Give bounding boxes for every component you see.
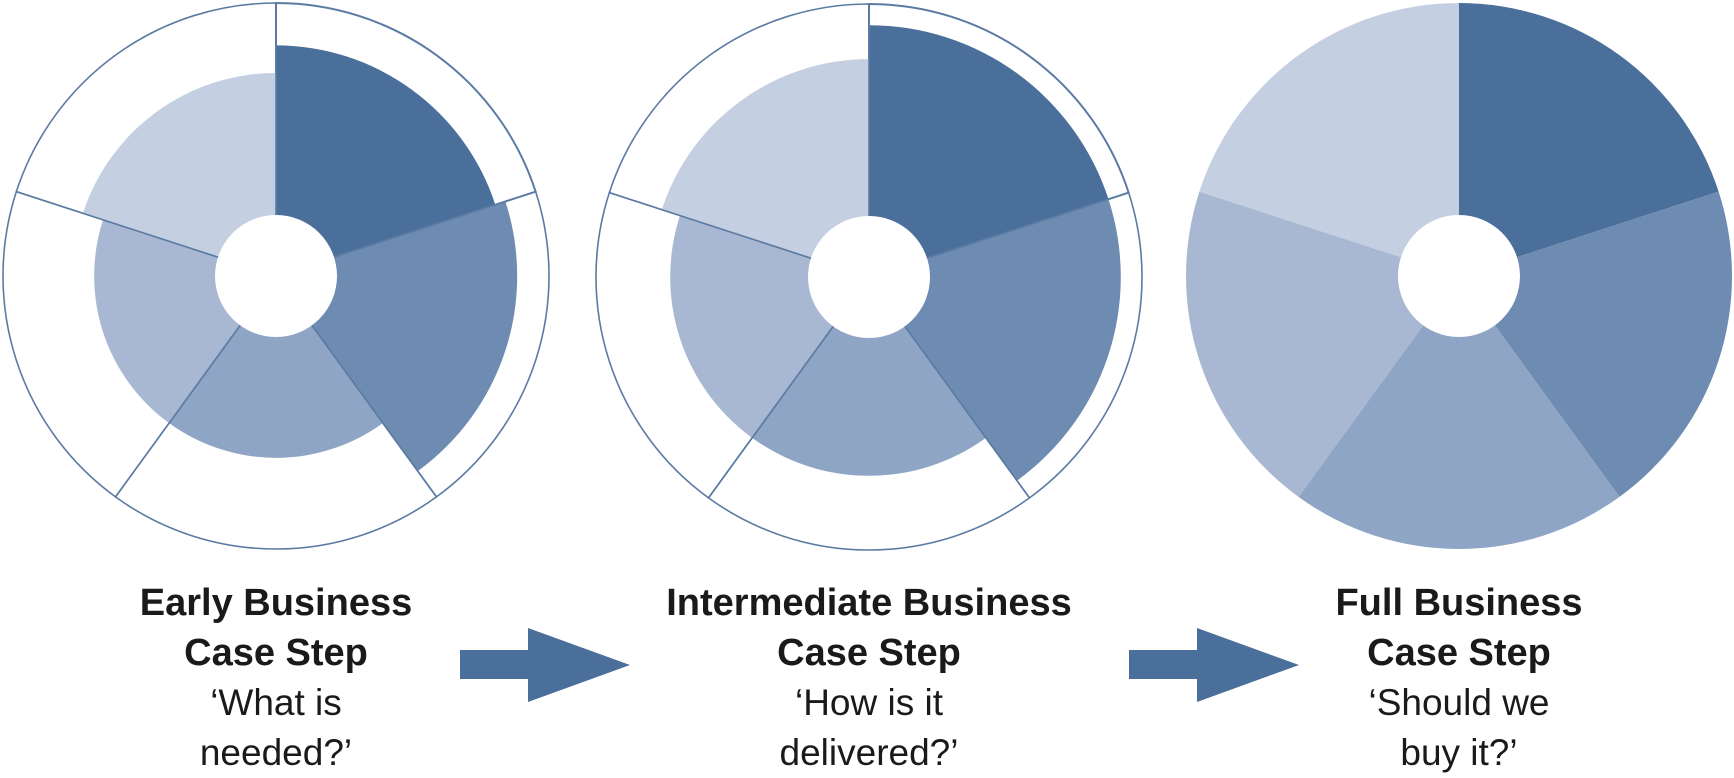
segment-fill-2 [310,201,518,472]
segment-fill-1 [869,25,1109,259]
segment-fill-2 [903,199,1121,481]
segment-fill-2 [1493,191,1733,497]
step-title-line1: Full Business [1335,582,1583,624]
wheel-intermediate [595,2,1143,551]
step-label-early: Early Business Case Step ‘What is needed… [36,578,516,778]
step-question-line2: needed?’ [199,732,353,773]
step-question-line1: ‘How is it [794,682,944,723]
segment-fill-3 [1298,323,1620,550]
right-arrow-icon [1129,628,1299,702]
step-title-line1: Early Business [139,582,413,624]
wheel-full [1185,3,1733,550]
step-question-line1: ‘Should we [1368,682,1550,723]
segment-fill-4 [94,219,242,424]
segment-fill-5 [661,59,869,259]
segment-fill-3 [169,323,383,458]
wheel-center [1398,215,1520,337]
step-question-line2: buy it?’ [1400,732,1518,773]
step-title-line2: Case Step [1367,632,1551,674]
step-label-intermediate: Intermediate Business Case Step ‘How is … [629,578,1109,778]
step-title-line2: Case Step [184,632,368,674]
step-label-full: Full Business Case Step ‘Should we buy i… [1219,578,1699,778]
right-arrow-icon [460,628,630,702]
segment-fill-4 [1185,191,1425,497]
segment-fill-1 [1459,3,1719,258]
segment-fill-1 [276,45,496,258]
wheel-center [808,216,930,338]
segment-fill-3 [752,324,986,476]
step-title-line1: Intermediate Business [666,582,1072,624]
step-question-line2: delivered?’ [779,732,959,773]
segment-fill-5 [82,72,277,258]
segment-fill-4 [670,215,835,438]
wheel-early [2,1,550,550]
segment-fill-5 [1199,3,1459,258]
step-question-line1: ‘What is [210,682,342,723]
step-title-line2: Case Step [777,632,961,674]
wheel-center [215,215,337,337]
